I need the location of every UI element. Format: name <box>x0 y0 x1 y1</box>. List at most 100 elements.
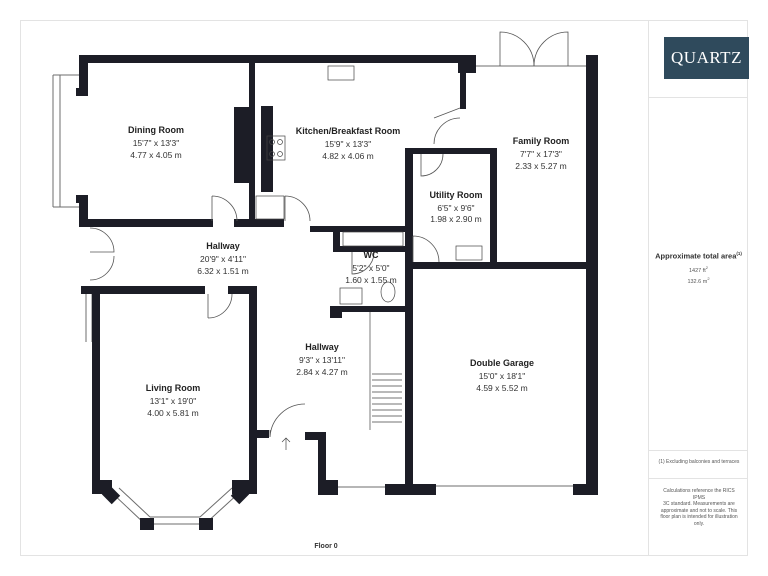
wall <box>249 430 269 438</box>
room-dimensions-metric: 4.77 x 4.05 m <box>130 150 182 160</box>
room-name: Dining Room <box>128 125 184 135</box>
utility-sink <box>455 245 483 261</box>
door-arc <box>269 403 306 438</box>
sidebar-separator <box>649 450 748 451</box>
room-dimensions-metric: 1.60 x 1.55 m <box>345 275 397 285</box>
kitchen-unit <box>255 195 285 220</box>
wall <box>413 262 593 269</box>
room-name: Utility Room <box>430 190 483 200</box>
wall <box>405 148 413 495</box>
room-name: Double Garage <box>470 358 534 368</box>
wall <box>92 286 100 486</box>
room-dimensions-imperial: 13'1" x 19'0" <box>150 396 197 406</box>
wall <box>76 195 88 203</box>
wc-basin <box>339 287 363 305</box>
sidebar-divider <box>648 20 649 556</box>
wall <box>330 306 342 318</box>
area-title: Approximate total area(1) <box>655 251 742 261</box>
room-label-utility: Utility Room 6'5" x 9'6" 1.98 x 2.90 m <box>430 190 483 224</box>
wall <box>573 484 598 495</box>
room-name: WC <box>364 250 379 260</box>
room-label-living: Living Room 13'1" x 19'0" 4.00 x 5.81 m <box>146 383 201 418</box>
wall <box>310 226 410 232</box>
room-name: Family Room <box>513 136 570 146</box>
hob-ring <box>269 139 275 145</box>
room-label-garage: Double Garage 15'0" x 18'1" 4.59 x 5.52 … <box>470 358 534 393</box>
wall <box>140 518 154 530</box>
walls <box>76 55 598 530</box>
room-dimensions-imperial: 15'7" x 13'3" <box>133 138 180 148</box>
wall <box>340 306 405 312</box>
wall <box>490 148 497 265</box>
wall <box>385 484 412 495</box>
room-dimensions-metric: 1.98 x 2.90 m <box>430 214 482 224</box>
room-dimensions-imperial: 9'3" x 13'11" <box>299 355 345 365</box>
fixtures <box>255 65 483 450</box>
wall <box>586 55 598 495</box>
sidebar-separator <box>649 478 748 479</box>
room-dimensions-metric: 4.59 x 5.52 m <box>476 383 528 393</box>
entrance-arrow-head <box>281 437 291 443</box>
wall <box>79 195 88 227</box>
door-arc <box>533 31 569 67</box>
wall <box>460 73 466 109</box>
door-arc <box>89 227 115 281</box>
sidebar-separator <box>649 97 748 98</box>
hob <box>266 135 286 161</box>
wall <box>81 286 89 294</box>
door-arc <box>412 235 440 263</box>
hob-ring <box>277 151 283 157</box>
page-frame <box>20 20 748 556</box>
wall <box>458 55 476 73</box>
wall <box>305 432 326 440</box>
wall <box>249 55 469 63</box>
room-dimensions-metric: 2.33 x 5.27 m <box>515 161 567 171</box>
wall <box>249 63 255 227</box>
wall <box>199 518 213 530</box>
wall <box>79 219 213 227</box>
room-label-kitchen: Kitchen/Breakfast Room 15'9" x 13'3" 4.8… <box>296 126 401 161</box>
door-arc <box>420 153 444 177</box>
room-label-wc: WC 5'2" x 5'0" 1.60 x 1.55 m <box>345 250 397 285</box>
footnote: (1) Excluding balconies and terraces <box>658 459 740 465</box>
kitchen-sink <box>327 65 355 81</box>
wall <box>230 485 250 505</box>
wall <box>79 55 88 93</box>
room-label-hallway-1: Hallway 20'9" x 4'11" 6.32 x 1.51 m <box>197 241 249 276</box>
door-arc <box>207 293 233 319</box>
room-dimensions-metric: 2.84 x 4.27 m <box>296 367 348 377</box>
door-arcs <box>89 31 569 438</box>
room-name: Hallway <box>305 342 339 352</box>
brand-logo: QUARTZ <box>664 37 749 79</box>
area-sqm: 132.6 m2 <box>687 276 710 285</box>
area-sqft: 1427 ft2 <box>688 265 709 274</box>
door-arc <box>499 31 535 67</box>
wall <box>228 286 257 294</box>
room-labels: Dining Room 15'7" x 13'3" 4.77 x 4.05 m … <box>128 125 569 550</box>
wall <box>404 484 436 495</box>
disclaimer: Calculations reference the RICS IPMS 3C … <box>660 488 738 527</box>
room-dimensions-imperial: 7'7" x 17'3" <box>520 149 562 159</box>
wall <box>249 286 257 436</box>
door-arc <box>211 195 238 222</box>
room-dimensions-metric: 4.00 x 5.81 m <box>147 408 199 418</box>
wall <box>318 432 326 492</box>
wall <box>76 88 88 96</box>
toilet <box>380 281 396 303</box>
door-arc <box>284 195 311 222</box>
room-dimensions-imperial: 6'5" x 9'6" <box>437 203 474 213</box>
room-dimensions-metric: 4.82 x 4.06 m <box>322 151 374 161</box>
wall <box>81 286 205 294</box>
floor-label: Floor 0 <box>314 543 337 550</box>
room-label-dining: Dining Room 15'7" x 13'3" 4.77 x 4.05 m <box>128 125 184 160</box>
room-label-hallway-2: Hallway 9'3" x 13'11" 2.84 x 4.27 m <box>296 342 348 377</box>
hob-ring <box>277 139 283 145</box>
room-dimensions-imperial: 15'9" x 13'3" <box>325 139 372 149</box>
door-arc <box>351 251 375 275</box>
room-dimensions-imperial: 20'9" x 4'11" <box>200 254 246 264</box>
wall <box>249 436 257 486</box>
room-dimensions-metric: 6.32 x 1.51 m <box>197 266 249 276</box>
wall <box>333 246 405 252</box>
